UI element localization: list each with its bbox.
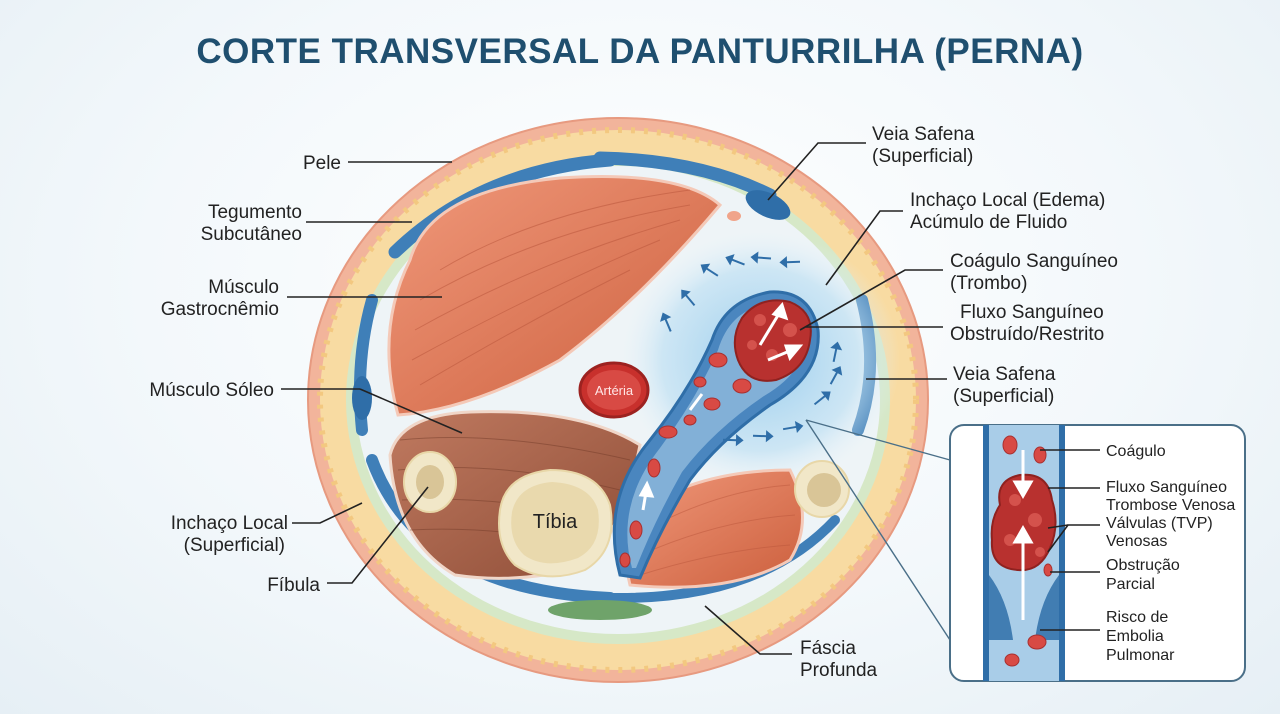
blood-flow-arrows bbox=[638, 302, 804, 511]
edema-arrow-shaft bbox=[705, 267, 719, 277]
artery-label: Artéria bbox=[595, 383, 634, 398]
lateral-bone bbox=[794, 460, 850, 518]
edema-arrow-head bbox=[660, 312, 672, 322]
inset-label-obstrucao-1: Obstrução bbox=[1106, 557, 1180, 574]
inset-label-risco-3: Pulmonar bbox=[1106, 647, 1175, 664]
label-veia-safena-right-1: Veia Safena bbox=[953, 364, 1056, 385]
inset-label-fluxo-1: Fluxo Sanguíneo bbox=[1106, 479, 1227, 496]
edema-arrow-shaft bbox=[782, 425, 798, 431]
tibia-label: Tíbia bbox=[533, 511, 578, 533]
inset-flow-arrows bbox=[1012, 450, 1034, 620]
blood-clot bbox=[733, 299, 812, 382]
edema-arrow-head bbox=[700, 263, 711, 274]
label-tegumento-2: Subcutâneo bbox=[201, 224, 302, 245]
inset-clot bbox=[990, 473, 1057, 572]
page-title: CORTE TRANSVERSAL DA PANTURRILHA (PERNA) bbox=[196, 32, 1084, 71]
deep-fascia-marker bbox=[548, 600, 652, 620]
label-gastrocnemio-2: Gastrocnêmio bbox=[161, 299, 279, 320]
edema-arrow-head bbox=[831, 366, 843, 376]
label-soleo: Músculo Sóleo bbox=[149, 380, 274, 401]
label-gastrocnemio-1: Músculo bbox=[208, 277, 279, 298]
label-veia-safena-right-2: (Superficial) bbox=[953, 386, 1054, 407]
edema-arrow-shaft bbox=[829, 371, 839, 385]
edema-arrow-head bbox=[681, 289, 691, 300]
label-veia-safena-top-1: Veia Safena bbox=[872, 124, 975, 145]
inset-label-valvulas-2: Venosas bbox=[1106, 533, 1167, 550]
edema-arrow-head bbox=[735, 434, 744, 447]
edema-arrow-shaft bbox=[731, 258, 745, 266]
label-fascia-1: Fáscia bbox=[800, 638, 856, 659]
red-blood-cells bbox=[619, 352, 752, 568]
inset-label-risco-2: Embolia bbox=[1106, 628, 1164, 645]
edema-arrow-shaft bbox=[756, 256, 772, 260]
inset-leader-lines bbox=[1040, 449, 1100, 631]
edema-arrows bbox=[660, 251, 843, 447]
edema-arrow-head bbox=[779, 256, 788, 269]
edema-arrow-head bbox=[820, 391, 831, 402]
label-edema-2: Acúmulo de Fluido bbox=[910, 212, 1067, 233]
label-fascia-2: Profunda bbox=[800, 660, 878, 681]
label-edema-1: Inchaço Local (Edema) bbox=[910, 190, 1105, 211]
label-inchaco-superficial-1: Inchaço Local bbox=[171, 513, 288, 534]
edema-arrow-head bbox=[725, 254, 735, 266]
edema-arrow-head bbox=[765, 430, 774, 443]
label-fluxo-2: Obstruído/Restrito bbox=[950, 324, 1104, 345]
label-inchaco-superficial-2: (Superficial) bbox=[184, 535, 285, 556]
leader-lines bbox=[281, 142, 951, 655]
artery: Artéria bbox=[578, 361, 650, 419]
edema-arrow-shaft bbox=[813, 394, 827, 406]
edema-arrow-shaft bbox=[684, 294, 696, 306]
edema-arrow-head bbox=[794, 420, 804, 433]
label-tegumento-1: Tegumento bbox=[208, 202, 302, 223]
fibula-bone bbox=[403, 451, 457, 513]
gastrocnemius-muscle bbox=[387, 175, 723, 417]
label-fluxo-1: Fluxo Sanguíneo bbox=[960, 302, 1104, 323]
edema-arrow-shaft bbox=[664, 318, 672, 332]
inset-label-fluxo-2: Trombose Venosa bbox=[1106, 497, 1235, 514]
inset-label-coagulo: Coágulo bbox=[1106, 443, 1166, 460]
label-coagulo-2: (Trombo) bbox=[950, 273, 1027, 294]
inset-label-risco-1: Risco de bbox=[1106, 609, 1168, 626]
label-pele: Pele bbox=[303, 153, 341, 174]
inset-label-obstrucao-2: Parcial bbox=[1106, 576, 1155, 593]
label-fibula: Fíbula bbox=[267, 575, 320, 596]
inset-label-valvulas-1: Válvulas (TVP) bbox=[1106, 515, 1213, 532]
edema-arrow-head bbox=[750, 251, 759, 264]
label-veia-safena-top-2: (Superficial) bbox=[872, 146, 973, 167]
saphenous-vein-top bbox=[745, 190, 791, 220]
edema-arrow-head bbox=[830, 341, 843, 351]
edema-arrow-shaft bbox=[832, 347, 838, 363]
tibia-bone: Tíbia bbox=[498, 468, 613, 578]
label-coagulo-1: Coágulo Sanguíneo bbox=[950, 251, 1118, 272]
inset-red-cells bbox=[1002, 435, 1053, 667]
inset-panel: Coágulo Fluxo Sanguíneo Trombose Venosa … bbox=[949, 424, 1246, 682]
